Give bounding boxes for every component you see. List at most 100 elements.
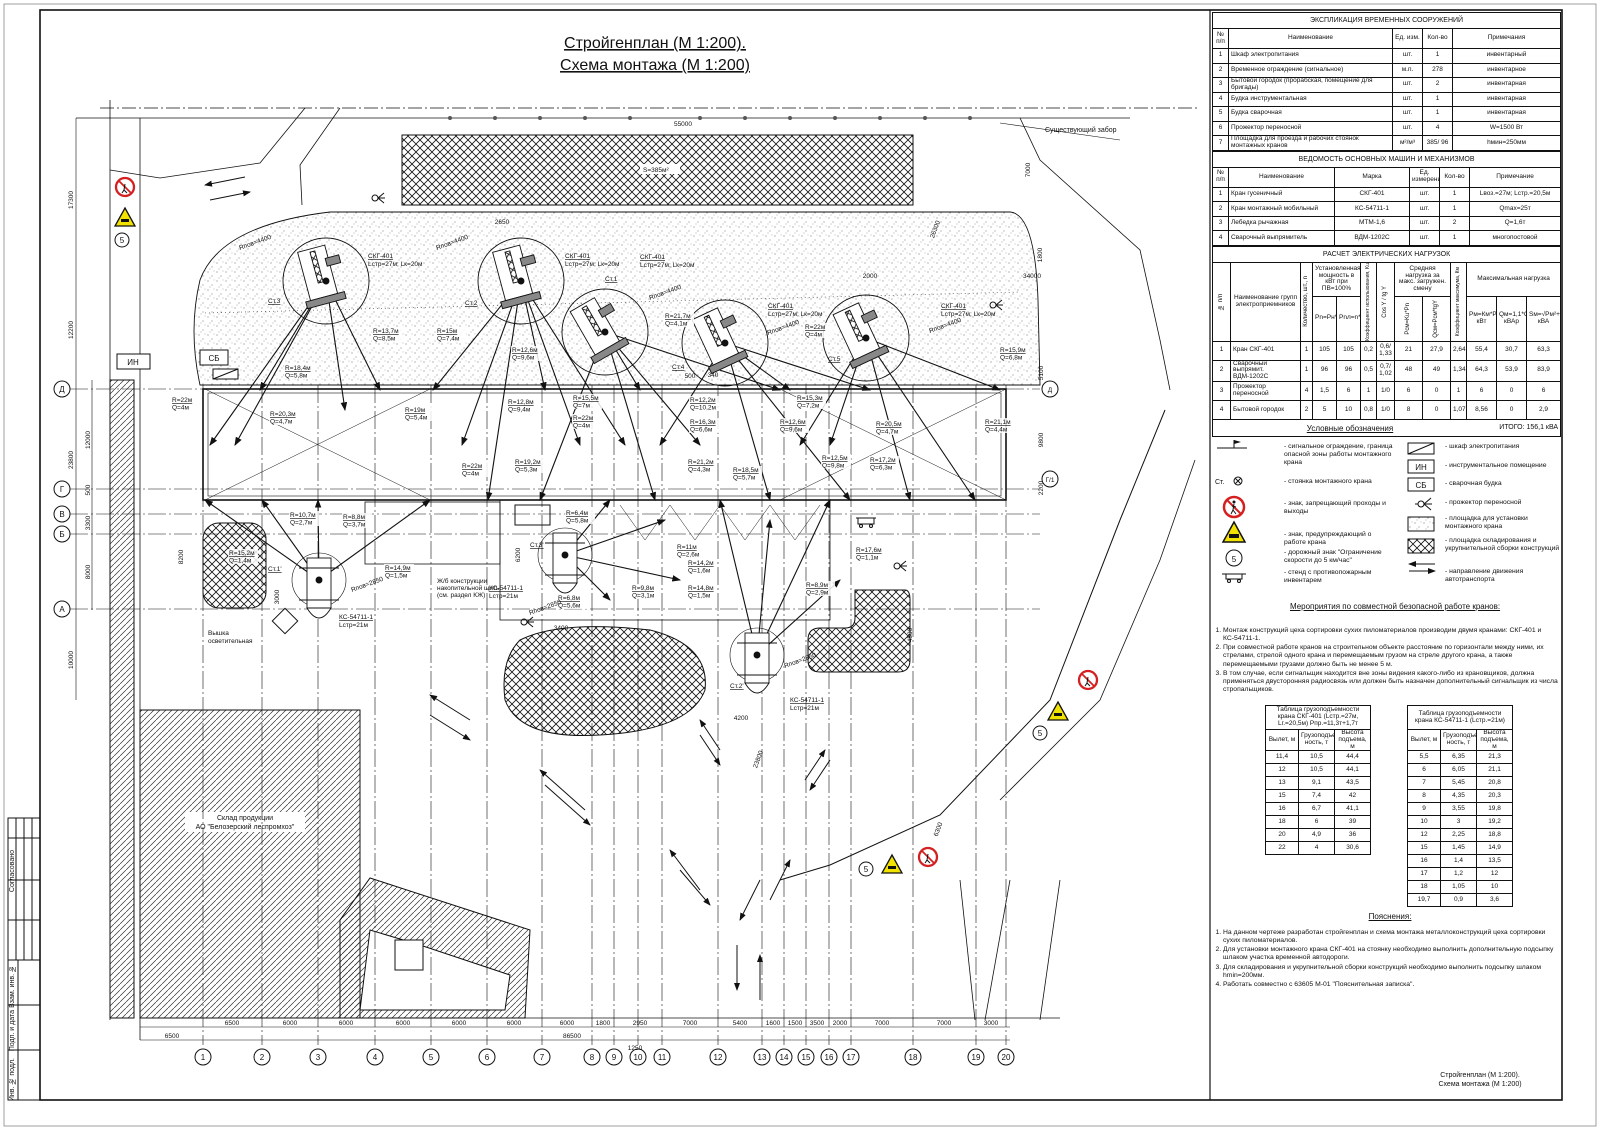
sign-ring	[114, 232, 130, 248]
radius-load-label: R=17,6мQ=1,1м	[855, 546, 885, 562]
dimension-label: 1600	[766, 1020, 781, 1027]
radius-load-label: R=20,3мQ=4,7м	[269, 410, 299, 426]
table-cell: 43,5	[1333, 776, 1372, 791]
table-cell: Q=1,6т	[1468, 215, 1562, 232]
lamp	[371, 194, 379, 202]
table-cell: 1,5	[1312, 381, 1337, 402]
table-cell: 1,45	[1440, 841, 1477, 856]
reach-radius: R=8,8м	[343, 514, 366, 521]
radius-load-label: R=8,9мQ=2,9м	[805, 581, 835, 597]
reach-radius: R=12,2м	[690, 397, 716, 404]
table-cell: 16	[1265, 802, 1299, 817]
list-item: На данном чертеже разработан стройгенпла…	[1223, 929, 1558, 945]
axis-label: 5	[429, 1053, 434, 1062]
axis-marker	[997, 1048, 1015, 1066]
label-bg	[687, 584, 717, 599]
axis-label: 18	[909, 1053, 918, 1062]
load-capacity: Q=7,2м	[797, 403, 820, 410]
col-header: Qм=1,1*Qсм, кВАр	[1496, 296, 1527, 342]
reach-radius: R=19м	[405, 407, 426, 414]
crane-cab	[744, 682, 770, 694]
axis-label: 12	[714, 1053, 723, 1062]
table-cell: 1	[1422, 48, 1453, 64]
axis-marker	[775, 1048, 793, 1066]
crane-params-label: Lстр=27м; Lк=20м	[368, 261, 423, 268]
label-bg	[732, 466, 762, 481]
load-capacity: Q=6,6м	[690, 427, 713, 434]
table-cell: Шкаф электропитания	[1228, 48, 1393, 64]
safety-title: Мероприятия по совместной безопасной раб…	[1289, 602, 1501, 611]
table-cell: Лебедка рычажная	[1228, 215, 1335, 232]
table-cell: шт.	[1409, 215, 1440, 232]
tower-label: Вышка	[208, 630, 229, 637]
reach-radius: R=10,7м	[290, 512, 316, 519]
table-cell: 36	[1333, 828, 1372, 843]
table-cell: инвентарная	[1451, 106, 1562, 122]
table-cell: 0,2	[1360, 340, 1377, 361]
table-cell: 64,3	[1466, 359, 1497, 383]
table-cell: 49	[1422, 359, 1451, 383]
table-cell: 2	[1212, 359, 1231, 383]
table-cell: 4	[1298, 841, 1335, 856]
reach-radius: R=14,9м	[385, 565, 411, 572]
table-cell: 1	[1439, 186, 1470, 203]
radius-load-label: R=20,5мQ=4,7м	[875, 420, 905, 436]
rays	[899, 560, 907, 572]
dimension-label: 34000	[1023, 273, 1041, 280]
column-header: Ед. измерения	[1409, 166, 1440, 188]
table-cell: 12	[1265, 763, 1299, 778]
dimension-label: 6000	[507, 1020, 522, 1027]
table-cell: 1/0	[1376, 381, 1395, 402]
crane-stand-icon	[315, 576, 323, 584]
legend-left-icons: Ст. 5	[1215, 440, 1247, 583]
axis-label: Г/1	[1046, 477, 1055, 484]
table-cell: 18	[1407, 880, 1441, 895]
tool-room-label: ИН	[127, 358, 139, 367]
label-bg	[171, 396, 201, 411]
table-cell: шт.	[1392, 120, 1423, 137]
table-cell: 4	[1422, 120, 1453, 137]
table-cell: 41,1	[1333, 802, 1372, 817]
col-header: Установленная мощность в кВт при ПВ=100%	[1312, 261, 1361, 298]
load-capacity: Q=1,6м	[688, 568, 711, 575]
tool-room-box	[116, 353, 151, 370]
crane-swing-circle	[282, 237, 370, 325]
pedestrian	[121, 183, 128, 194]
traffic-direction-icon	[1408, 561, 1436, 574]
table-cell: 1,2	[1440, 867, 1477, 882]
machines-table: ВЕДОМОСТЬ ОСНОВНЫХ МАШИН И МЕХАНИЗМОВ № …	[1211, 150, 1562, 246]
speed-limit-value: 5	[120, 236, 125, 245]
reach-radius: R=12,6м	[780, 419, 806, 426]
table-cell: 385/ 96	[1422, 135, 1453, 151]
table-cell: 30,6	[1333, 841, 1372, 856]
table-cell: ВДМ-1202С	[1334, 230, 1410, 246]
dimension-label: 8000	[85, 564, 92, 579]
load-capacity: Q=10,2м	[690, 405, 717, 412]
rays	[377, 192, 385, 204]
table-cell: 9,1	[1298, 776, 1335, 791]
label-bg	[821, 454, 851, 469]
load-capacity: Q=9,6м	[780, 427, 803, 434]
footer-subtitle: Схема монтажа (М 1:200)	[1438, 1081, 1521, 1088]
reach-radius: R=20,3м	[270, 411, 296, 418]
crane-warning-sign-icon	[1221, 520, 1247, 543]
radius-load-label: R=9,8мQ=3,1м	[631, 584, 661, 600]
table-cell: 13,5	[1475, 854, 1514, 869]
label-bg	[779, 418, 809, 433]
table-cell: 1,4	[1440, 854, 1477, 869]
table-cell: 6	[1466, 381, 1497, 402]
welding-booth-label: СБ	[208, 354, 219, 363]
table-cell: 0,6/ 1,33	[1376, 340, 1395, 361]
reach-radius: R=22м	[172, 397, 193, 404]
table-cell: 1	[1360, 381, 1377, 402]
axis-label: 7	[540, 1053, 545, 1062]
table-cell: 10	[1407, 815, 1441, 830]
label-bg	[687, 559, 717, 574]
list-item: При совместной работе кранов на строител…	[1223, 644, 1558, 668]
